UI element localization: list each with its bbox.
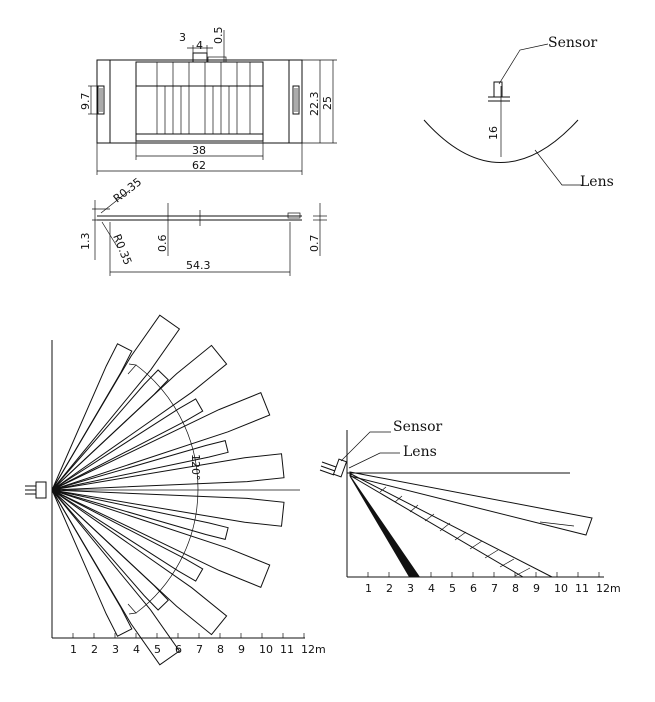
v-pattern-far-beam <box>349 471 593 536</box>
dim-62: 62 <box>192 159 206 172</box>
dim-4: 4 <box>196 39 203 52</box>
h-axis-tick-label: 2 <box>91 643 98 656</box>
detection-zone <box>51 369 169 491</box>
lens-detail-sensor-label: Sensor <box>548 35 598 51</box>
v-axis-tick-label: 5 <box>449 582 456 595</box>
h-pattern-zones <box>51 314 285 666</box>
dim-9-7: 9.7 <box>79 93 92 111</box>
detection-zone <box>51 439 229 491</box>
v-axis-tick-label: 1 <box>365 582 372 595</box>
detection-zone <box>51 489 169 611</box>
top-view: 3 4 0.5 9.7 22.3 25 38 62 <box>79 27 337 175</box>
dim-0-5: 0.5 <box>212 27 225 45</box>
dim-22-3: 22.3 <box>308 92 321 117</box>
h-pattern-angle-arc <box>135 364 199 614</box>
v-axis-tick-label: 9 <box>533 582 540 595</box>
v-axis-tick-label: 7 <box>491 582 498 595</box>
v-axis-tick-label: 8 <box>512 582 519 595</box>
dim-r035-top: R0.35 <box>111 175 144 205</box>
h-pattern-sensor-icon <box>35 481 47 499</box>
dim-54-3: 54.3 <box>186 259 211 272</box>
vertical-pattern: Sensor Lens 1 2 3 4 5 6 7 8 9 10 11 12m <box>319 419 621 595</box>
detection-zone <box>51 489 181 666</box>
v-pattern-near-beam <box>350 475 420 577</box>
detection-zone <box>51 489 271 588</box>
horizontal-pattern: 120° 1 2 3 4 5 6 7 8 9 10 11 12m <box>25 314 326 666</box>
h-axis-tick-label: 9 <box>238 643 245 656</box>
detection-zone <box>51 489 133 637</box>
h-pattern-angle-label: 120° <box>189 454 202 481</box>
dim-38: 38 <box>192 144 206 157</box>
v-axis-tick-label: 4 <box>428 582 435 595</box>
detection-zone <box>51 453 285 491</box>
detection-zone <box>51 392 271 491</box>
dim-r035-bottom: R0.35 <box>110 232 134 267</box>
side-view: R0.35 R0.35 1.3 0.6 0.7 54.3 <box>79 175 327 276</box>
detection-zone <box>51 398 204 491</box>
v-pattern-sensor-icon <box>332 458 348 478</box>
v-pattern-mid-beam <box>350 473 553 578</box>
right-connector <box>292 85 300 115</box>
v-pattern-sensor-label: Sensor <box>393 419 443 435</box>
dim-25: 25 <box>321 96 334 110</box>
left-connector <box>97 85 105 115</box>
dim-0-6: 0.6 <box>156 235 169 253</box>
h-axis-tick-label: 10 <box>259 643 273 656</box>
v-axis-tick-label: 2 <box>386 582 393 595</box>
h-axis-tick-label: 1 <box>70 643 77 656</box>
dim-0-7: 0.7 <box>308 235 321 253</box>
h-axis-tick-label: 4 <box>133 643 140 656</box>
v-axis-tick-label: 6 <box>470 582 477 595</box>
v-axis-tick-label: 11 <box>575 582 589 595</box>
detection-zone <box>51 489 285 527</box>
detection-zone <box>51 489 228 636</box>
h-axis-tick-label: 11 <box>280 643 294 656</box>
lens-arc <box>423 119 579 163</box>
v-axis-tick-label: 12m <box>596 582 621 595</box>
h-axis-tick-label: 3 <box>112 643 119 656</box>
detection-zone <box>51 489 229 541</box>
lens-detail-lens-label: Lens <box>580 174 614 190</box>
v-pattern-lens-label: Lens <box>403 444 437 460</box>
h-axis-tick-label: 12m <box>301 643 326 656</box>
detection-zone <box>51 344 228 491</box>
v-axis-tick-label: 3 <box>407 582 414 595</box>
lens-body <box>135 61 264 142</box>
detection-zone <box>51 489 204 582</box>
v-axis-tick-label: 10 <box>554 582 568 595</box>
detection-zone <box>51 314 181 491</box>
h-axis-tick-label: 8 <box>217 643 224 656</box>
h-axis-tick-label: 7 <box>196 643 203 656</box>
h-axis-tick-label: 5 <box>154 643 161 656</box>
dim-16: 16 <box>487 126 500 140</box>
lens-detail: Sensor Lens 16 <box>423 35 614 190</box>
dim-1-3: 1.3 <box>79 233 92 251</box>
h-axis-tick-label: 6 <box>175 643 182 656</box>
board-outline <box>96 59 303 144</box>
dim-3: 3 <box>179 31 186 44</box>
